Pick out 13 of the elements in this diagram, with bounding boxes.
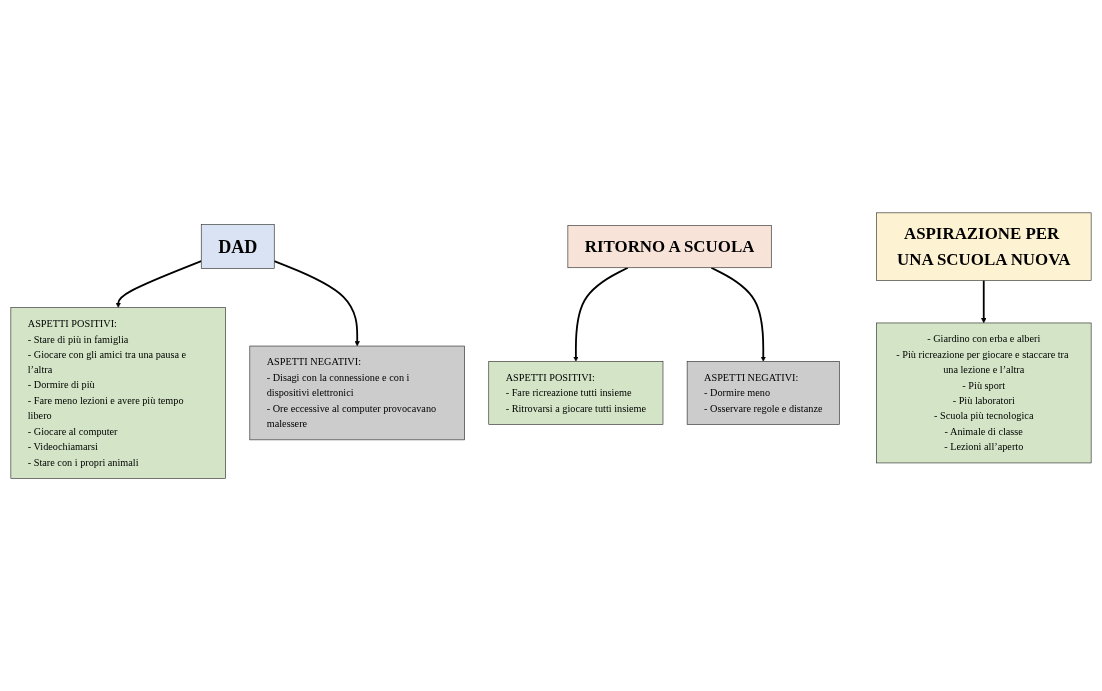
node-box: ASPETTI NEGATIVI: - Dormire meno - Osservare regole e distanze (686, 361, 840, 425)
node-box: ASPETTI POSITIVI: - Stare di più in famiglia - Giocare con gli amici tra una pausa e l’altra - Dormire di più - Fare meno lezioni e avere più tempo libero - Giocare al computer - Videochiamarsi - Stare con i propri animali (10, 307, 226, 479)
node-box: ASPIRAZIONE PER UNA SCUOLA NUOVA (876, 212, 1092, 281)
arrow (981, 279, 987, 324)
node-box: DAD (200, 224, 275, 269)
arrow (273, 260, 360, 347)
node-box: - Giardino con erba e alberi - Più ricreazione per giocare e staccare tra una lezione e l’altra - Più sport - Più laboratori - Scuola più tecnologica - Animale di classe - Lezioni all’aperto (876, 322, 1092, 464)
node-box: ASPETTI POSITIVI: - Fare ricreazione tutti insieme - Ritrovarsi a giocare tutti insieme (488, 361, 664, 425)
arrow (710, 266, 766, 362)
node-box: RITORNO A SCUOLA (567, 225, 772, 268)
node-box: ASPETTI NEGATIVI: - Disagi con la connessione e con i dispositivi elettronici - Ore eccessive al computer provocavano malessere (249, 345, 465, 441)
arrow (573, 266, 629, 362)
arrow (115, 260, 203, 308)
